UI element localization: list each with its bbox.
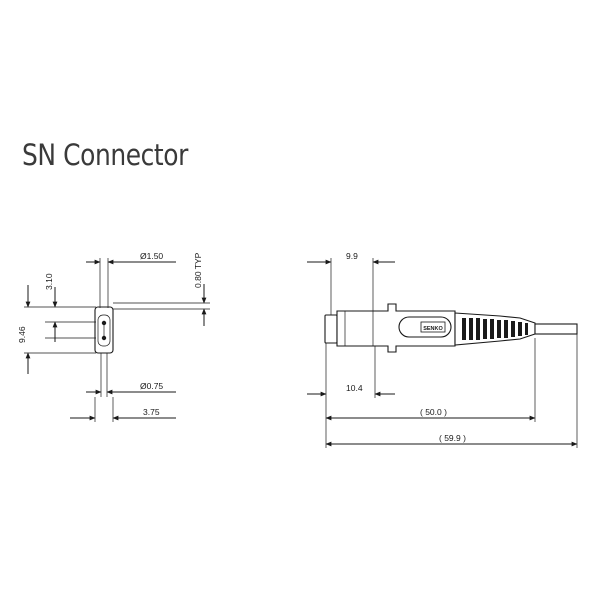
side-ferrule (324, 314, 338, 344)
side-housing (336, 303, 456, 353)
dim-height: 3.10 (44, 273, 54, 290)
dim-pitch: 3.75 (143, 407, 160, 417)
front-view: Ø1.50 0.80 TYP 3.10 9.46 Ø0.75 3.75 (17, 251, 210, 422)
ferrule-bottom (101, 335, 107, 341)
dim-width: 9.46 (17, 326, 27, 343)
cable (534, 323, 578, 335)
brand-logo: SENKO (423, 326, 443, 332)
side-view: SENKO 9.9 10.4 ( 50 (307, 251, 578, 448)
dim-typ: 0.80 TYP (193, 252, 203, 288)
dim-boot: ( 50.0 ) (420, 407, 447, 417)
dim-latch: 10.4 (346, 383, 363, 393)
boot (454, 312, 536, 346)
page-title: SN Connector (22, 138, 188, 172)
ferrule-top (101, 320, 107, 326)
front-ferrule-window (97, 314, 111, 347)
dim-ferrule-diameter: Ø1.50 (140, 251, 163, 261)
dim-fiber-diameter: Ø0.75 (140, 381, 163, 391)
dim-top: 9.9 (346, 251, 358, 261)
boot-ribs (462, 318, 528, 340)
dim-overall: ( 59.9 ) (439, 433, 466, 443)
